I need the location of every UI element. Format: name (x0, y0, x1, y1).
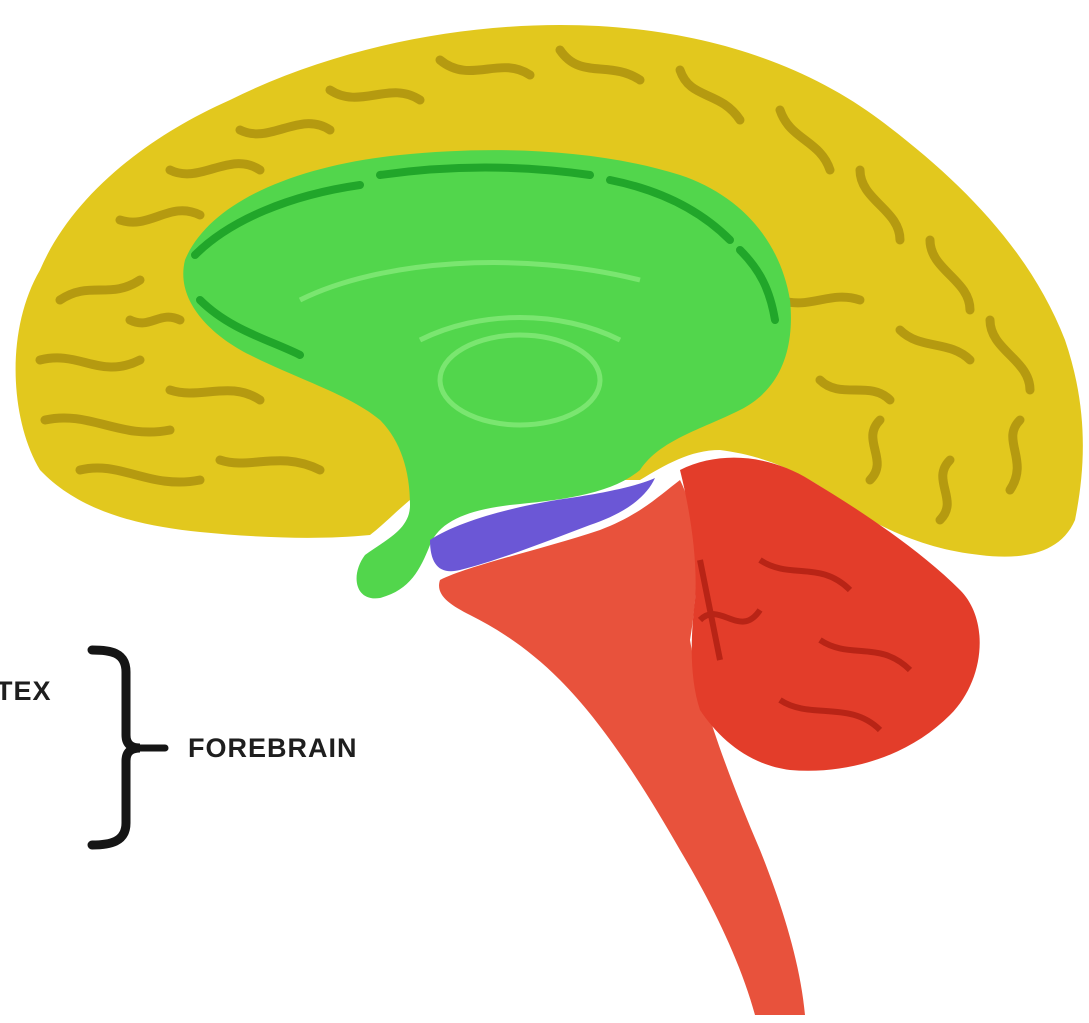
cortex-label: TEX (0, 676, 52, 707)
forebrain-bracket (92, 650, 140, 845)
forebrain-label: FOREBRAIN (188, 733, 358, 764)
